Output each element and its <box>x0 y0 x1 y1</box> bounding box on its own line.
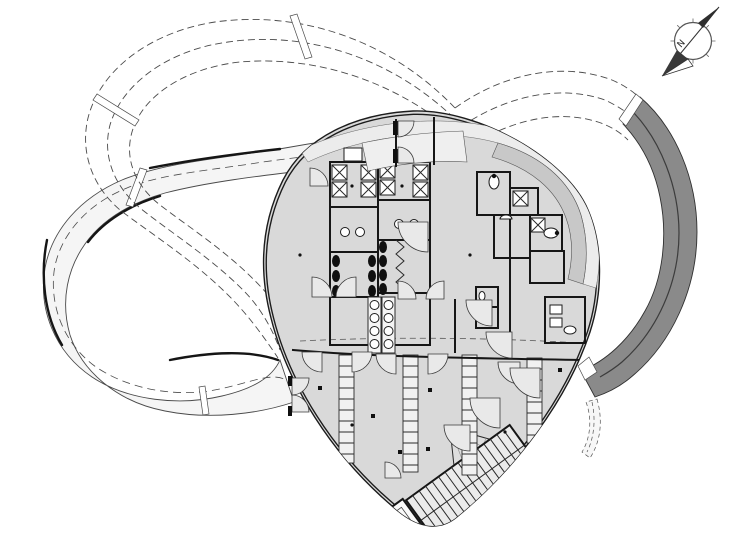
ramp-joint <box>618 93 644 127</box>
hidden-ramp-centerline-right <box>461 92 638 127</box>
compass-needle-south-light <box>661 58 694 77</box>
ramp-edge-accent <box>86 194 162 244</box>
descending-ramp-taper <box>581 398 601 459</box>
building <box>262 110 601 527</box>
hidden-ramp-outer-edge-right <box>454 70 646 109</box>
west-entrance <box>288 376 310 416</box>
ramp-joint <box>92 93 140 127</box>
wc-fixtures <box>478 173 577 335</box>
overhead-edge-dashed <box>299 337 581 344</box>
hidden-ramp-centerline <box>107 39 463 351</box>
compass-needle-north-blade <box>698 7 719 28</box>
dark-ramp-segment <box>577 93 698 459</box>
shaft-x-boxes <box>331 162 429 198</box>
ramp-edge-accent <box>42 238 64 347</box>
dark-ramp-centerline <box>599 109 680 378</box>
ramp-joint <box>125 167 148 208</box>
right-wing-rooms <box>454 171 586 353</box>
ramp-edge-accent <box>168 352 280 362</box>
door-swings <box>301 167 541 479</box>
wc-stalls <box>332 239 405 297</box>
hidden-ramp-inner-edge <box>129 60 471 323</box>
ramp-joint <box>198 385 210 416</box>
ramp-joint <box>289 13 313 60</box>
entry-lobby <box>361 117 468 172</box>
compass-label: N <box>676 38 688 50</box>
interior-ramp-crescent <box>491 142 587 285</box>
basin-trough-strips <box>367 296 396 354</box>
compass-needle-south-dark <box>662 50 688 76</box>
ramp-edge-accent <box>148 147 282 170</box>
hidden-ramp-inner-edge-right <box>469 116 629 147</box>
ramp-joint <box>577 356 598 381</box>
north-compass: N <box>661 6 720 77</box>
hidden-ramp-loop <box>85 13 646 359</box>
column-markers <box>298 184 562 454</box>
